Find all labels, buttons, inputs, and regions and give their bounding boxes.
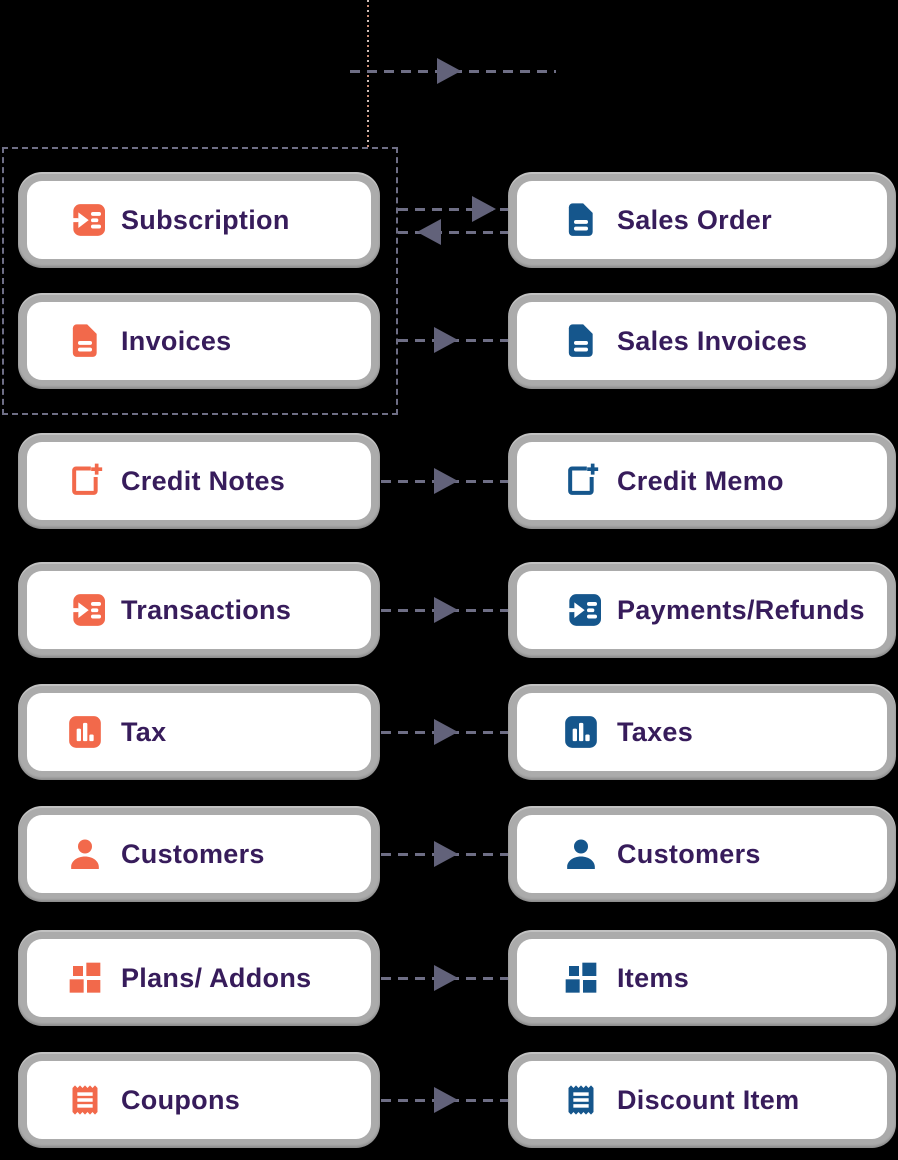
node-credit-notes: Credit Notes [18,433,380,529]
node-label: Subscription [121,204,290,235]
coupon-icon [63,1080,107,1120]
node-invoices: Invoices [18,293,380,389]
node-label: Coupons [121,1084,241,1115]
node-taxes: Taxes [508,684,896,780]
node-customers-left: Customers [18,806,380,902]
node-label: Credit Memo [617,465,784,496]
node-label: Taxes [617,716,694,747]
node-sales-order: Sales Order [508,172,896,268]
node-label: Discount Item [617,1084,800,1115]
subscription-invoices-group-outline [2,147,398,415]
node-items: Items [508,930,896,1026]
node-label: Transactions [121,594,292,625]
node-label: Payments/Refunds [617,594,865,625]
person-icon [559,834,603,874]
node-transactions: Transactions [18,562,380,658]
connector-subscription-to-sales-order [398,208,508,211]
connector-sales-order-to-subscription [398,231,508,234]
node-label: Credit Notes [121,465,286,496]
node-customers-right: Customers [508,806,896,902]
right-arrowhead-icon [434,719,458,745]
bar-chart-icon [559,712,603,752]
coupon-icon [559,1080,603,1120]
left-arrowhead-icon [417,219,441,245]
grid-icon [559,958,603,998]
top-flow-arrowhead-icon [437,58,461,84]
transaction-icon [559,590,603,630]
right-arrowhead-icon [434,841,458,867]
right-arrowhead-icon [434,597,458,623]
right-arrowhead-icon [434,1087,458,1113]
grid-icon [63,958,107,998]
node-plans-addons: Plans/ Addons [18,930,380,1026]
credit-note-icon [63,461,107,501]
right-arrowhead-icon [434,468,458,494]
transaction-icon [63,200,107,240]
document-icon [559,321,603,361]
node-credit-memo: Credit Memo [508,433,896,529]
node-label: Items [617,962,690,993]
bar-chart-icon [63,712,107,752]
node-subscription: Subscription [18,172,380,268]
node-sales-invoices: Sales Invoices [508,293,896,389]
node-label: Sales Order [617,204,772,235]
node-label: Customers [617,838,761,869]
node-label: Customers [121,838,265,869]
node-label: Sales Invoices [617,325,808,356]
node-coupons: Coupons [18,1052,380,1148]
transaction-icon [63,590,107,630]
document-icon [63,321,107,361]
right-arrowhead-icon [434,327,458,353]
credit-note-icon [559,461,603,501]
person-icon [63,834,107,874]
right-arrowhead-icon [472,196,496,222]
node-label: Plans/ Addons [121,962,312,993]
node-label: Tax [121,716,167,747]
right-arrowhead-icon [434,965,458,991]
node-discount-item: Discount Item [508,1052,896,1148]
node-tax: Tax [18,684,380,780]
top-vertical-dotted-line [367,0,369,147]
node-payments-refunds: Payments/Refunds [508,562,896,658]
node-label: Invoices [121,325,232,356]
document-icon [559,200,603,240]
